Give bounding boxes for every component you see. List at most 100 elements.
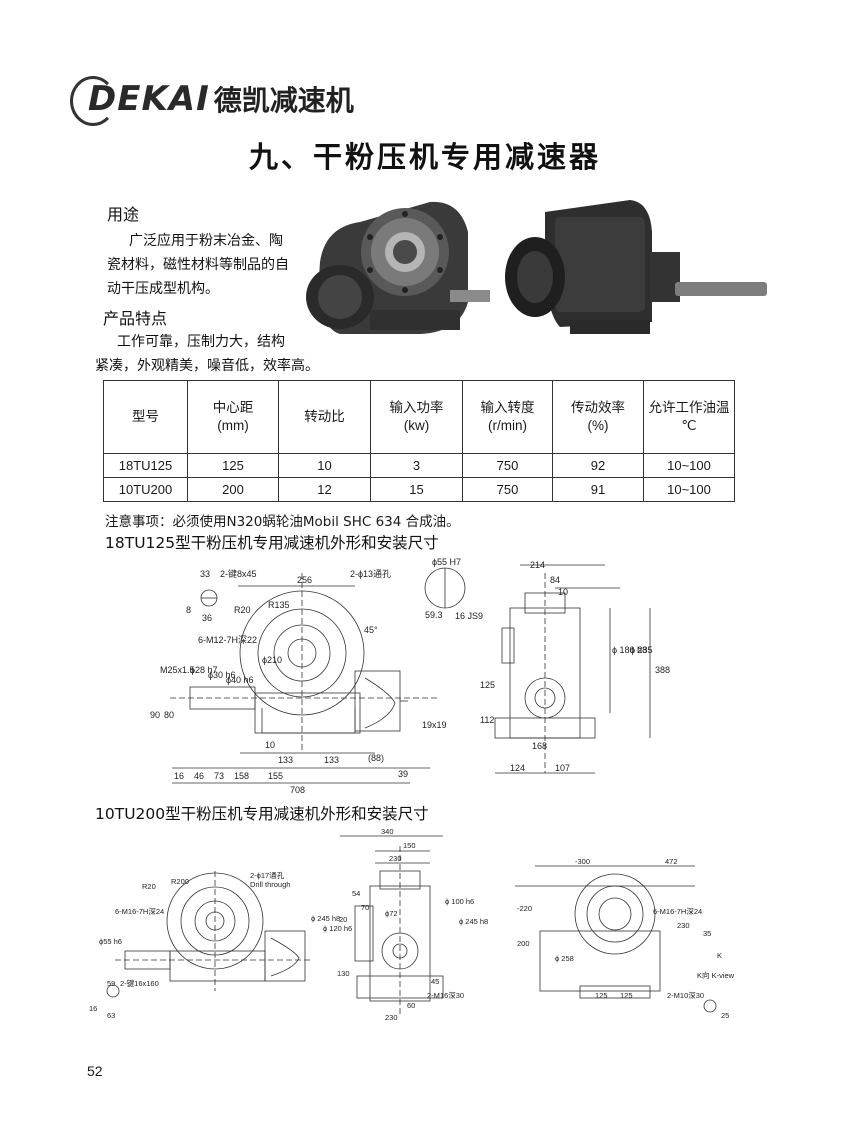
- usage-line: 动干压成型机构。: [107, 281, 219, 297]
- svg-text:158: 158: [234, 771, 249, 781]
- svg-text:2-ϕ17通孔: 2-ϕ17通孔: [250, 870, 285, 880]
- table-header: 转动比: [278, 380, 371, 454]
- svg-text:2-M10深30: 2-M10深30: [667, 991, 704, 1000]
- svg-text:150: 150: [403, 841, 416, 850]
- svg-text:ϕ 245 h8: ϕ 245 h8: [311, 914, 340, 923]
- table-row: 18TU125 125 10 3 750 92 10~100: [103, 453, 735, 478]
- svg-text:ϕ40 h6: ϕ40 h6: [226, 675, 254, 685]
- table-cell: 18TU125: [103, 453, 188, 478]
- table-header: 中心距(mm): [187, 380, 279, 454]
- brand-latin: DEKAI: [88, 79, 210, 119]
- svg-text:ϕ28 h7: ϕ28 h7: [190, 665, 218, 675]
- table-cell: 3: [370, 453, 463, 478]
- svg-text:46: 46: [194, 771, 204, 781]
- table-cell: 750: [462, 453, 553, 478]
- svg-text:ϕ 180 h8: ϕ 180 h8: [612, 645, 647, 655]
- svg-text:25: 25: [721, 1011, 729, 1020]
- table-cell: 125: [187, 453, 279, 478]
- svg-text:19x19: 19x19: [422, 720, 447, 730]
- table-cell: 750: [462, 477, 553, 502]
- svg-text:2-键8x45: 2-键8x45: [220, 568, 257, 579]
- svg-text:230: 230: [385, 1013, 398, 1022]
- svg-text:230: 230: [389, 854, 402, 863]
- svg-text:130: 130: [337, 969, 350, 978]
- table-cell: 15: [370, 477, 463, 502]
- svg-text:36: 36: [202, 613, 212, 623]
- svg-text:ϕ 245 h8: ϕ 245 h8: [459, 917, 488, 926]
- svg-text:K: K: [717, 951, 722, 960]
- svg-text:6-M16-7H深24: 6-M16-7H深24: [115, 907, 164, 916]
- svg-text:125: 125: [480, 680, 495, 690]
- svg-text:ϕ 258: ϕ 258: [555, 954, 574, 963]
- svg-text:200: 200: [517, 939, 530, 948]
- table-header: 允许工作油温℃: [643, 380, 735, 454]
- svg-text:125: 125: [620, 991, 633, 1000]
- usage-heading: 用途: [107, 205, 140, 224]
- table-cell: 200: [187, 477, 279, 502]
- svg-text:M25x1.5: M25x1.5: [160, 665, 195, 675]
- table-header: 传动效率(%): [552, 380, 644, 454]
- gearbox-photo-side: [500, 192, 770, 342]
- svg-text:ϕ 235: ϕ 235: [630, 645, 653, 655]
- svg-text:(88): (88): [368, 753, 384, 763]
- svg-text:708: 708: [290, 785, 305, 795]
- svg-text:84: 84: [550, 575, 560, 585]
- drawing2-title: 10TU200型干粉压机专用减速机外形和安装尺寸: [95, 805, 429, 823]
- usage-line: 广泛应用于粉末冶金、陶: [129, 233, 283, 249]
- table-header: 输入功率(kw): [370, 380, 463, 454]
- svg-text:39: 39: [398, 769, 408, 779]
- features-line: 紧凑，外观精美，噪音低，效率高。: [95, 358, 319, 374]
- svg-text:-300: -300: [575, 857, 590, 866]
- spec-table: 型号 中心距(mm) 转动比 输入功率(kw) 输入转度(r/min) 传动效率…: [103, 380, 735, 502]
- table-cell: 10: [278, 453, 371, 478]
- gearbox-photo-front: [300, 192, 490, 342]
- drawing-10tu200: R20 R200 2-ϕ17通孔 Drill through 6-M16-7H深…: [89, 827, 735, 1022]
- svg-text:59: 59: [107, 979, 115, 988]
- usage-text: 广泛应用于粉末冶金、陶 瓷材料，磁性材料等制品的自 动干压成型机构。: [107, 229, 307, 301]
- svg-text:230: 230: [677, 921, 690, 930]
- table-cell: 10~100: [643, 477, 735, 502]
- features-text: 工作可靠，压制力大，结构 紧凑，外观精美，噪音低，效率高。: [95, 330, 355, 378]
- svg-text:ϕ210: ϕ210: [262, 655, 282, 665]
- svg-text:R20: R20: [234, 605, 251, 615]
- svg-text:6-M12-7H深22: 6-M12-7H深22: [198, 635, 257, 645]
- svg-text:K向 K-view: K向 K-view: [697, 970, 735, 980]
- svg-text:45°: 45°: [364, 625, 378, 635]
- brand-chinese: 德凯减速机: [213, 84, 354, 117]
- features-heading: 产品特点: [103, 309, 168, 328]
- svg-text:80: 80: [164, 710, 174, 720]
- svg-text:R20: R20: [142, 882, 156, 891]
- svg-text:59.3: 59.3: [425, 610, 443, 620]
- svg-text:2-键16x160: 2-键16x160: [120, 978, 159, 988]
- logo-ring: [70, 76, 116, 126]
- svg-text:ϕ 120 h6: ϕ 120 h6: [323, 924, 352, 933]
- svg-text:107: 107: [555, 763, 570, 773]
- table-cell: 12: [278, 477, 371, 502]
- svg-text:10: 10: [265, 740, 275, 750]
- brand-logo: DEKAI 德凯减速机: [74, 74, 354, 124]
- page-title: 九、干粉压机专用减速器: [248, 140, 601, 174]
- svg-text:2-ϕ13通孔: 2-ϕ13通孔: [350, 569, 391, 579]
- svg-text:124: 124: [510, 763, 525, 773]
- svg-text:ϕ55 h6: ϕ55 h6: [99, 937, 122, 946]
- svg-text:125: 125: [595, 991, 608, 1000]
- svg-text:133: 133: [278, 755, 293, 765]
- svg-text:8: 8: [186, 605, 191, 615]
- usage-note: 注意事项：必须使用N320蜗轮油Mobil SHC 634 合成油。: [105, 514, 460, 530]
- svg-text:54: 54: [352, 889, 360, 898]
- svg-text:70: 70: [361, 903, 369, 912]
- svg-text:133: 133: [324, 755, 339, 765]
- svg-text:63: 63: [107, 1011, 115, 1020]
- svg-text:90: 90: [150, 710, 160, 720]
- svg-text:ϕ 100 h6: ϕ 100 h6: [445, 897, 474, 906]
- svg-text:-220: -220: [517, 904, 532, 913]
- svg-text:10: 10: [558, 587, 568, 597]
- svg-text:256: 256: [297, 575, 312, 585]
- table-cell: 91: [552, 477, 644, 502]
- svg-text:ϕ55 H7: ϕ55 H7: [432, 557, 461, 567]
- page-number: 52: [87, 1063, 103, 1079]
- usage-line: 瓷材料，磁性材料等制品的自: [107, 257, 289, 273]
- svg-text:6-M16-7H深24: 6-M16-7H深24: [653, 907, 702, 916]
- svg-text:214: 214: [530, 560, 545, 570]
- table-header-row: 型号 中心距(mm) 转动比 输入功率(kw) 输入转度(r/min) 传动效率…: [103, 380, 735, 454]
